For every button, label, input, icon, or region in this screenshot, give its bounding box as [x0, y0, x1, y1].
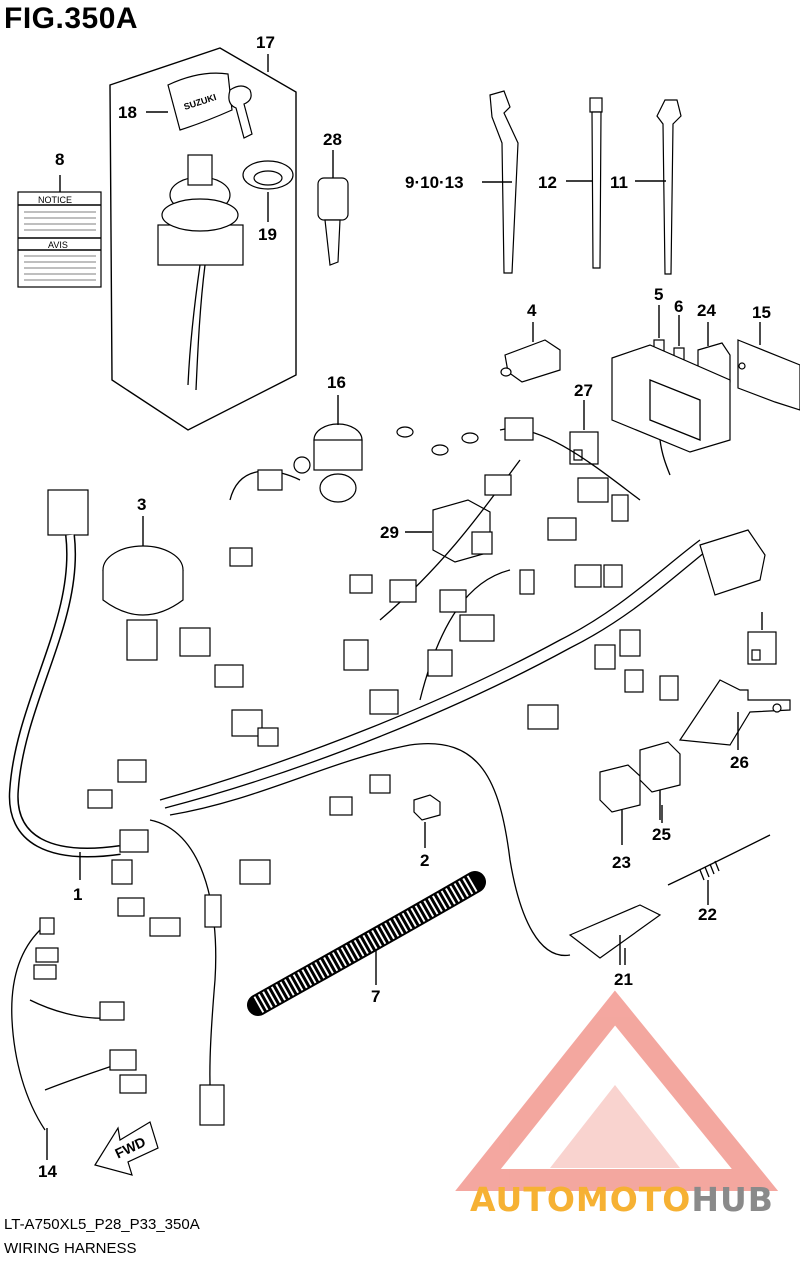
ref-1: 1 — [73, 885, 82, 904]
ref-8: 8 — [55, 150, 64, 169]
sub-harness-14 — [11, 917, 147, 1160]
ref-3: 3 — [137, 495, 146, 514]
harness-connectors — [87, 417, 766, 1126]
ref-26: 26 — [730, 753, 749, 772]
ref-14: 14 — [38, 1162, 57, 1181]
ref-28: 28 — [323, 130, 342, 149]
notice-bottom-text: AVIS — [48, 240, 68, 250]
spring-21 — [667, 834, 771, 905]
fwd-arrow: FWD — [94, 1121, 159, 1176]
notice-label: NOTICE AVIS — [17, 175, 102, 288]
watermark-text-end: HUB — [691, 1180, 774, 1219]
key — [317, 150, 349, 266]
ref-4: 4 — [527, 301, 537, 320]
ref-12: 12 — [538, 173, 557, 192]
main-harness — [8, 428, 711, 1121]
connector-29 — [747, 612, 777, 665]
ref-11: 11 — [610, 173, 628, 192]
ref-15: 15 — [752, 303, 771, 322]
figure-caption: WIRING HARNESS — [4, 1240, 137, 1257]
cable-ties — [482, 90, 682, 275]
part-reference-labels: 17 18 19 8 28 9·10·13 12 11 4 5 6 24 15 … — [38, 33, 771, 1181]
fuse-relay-group — [611, 305, 800, 476]
ref-9-10-13: 9·10·13 — [405, 173, 464, 192]
connector-25 — [569, 400, 599, 465]
main-switch — [293, 395, 363, 503]
leader-lines — [79, 54, 663, 965]
corrugated-tube — [247, 871, 486, 1016]
notice-top-text: NOTICE — [38, 195, 72, 205]
ref-6: 6 — [674, 297, 683, 316]
ref-7: 7 — [371, 987, 380, 1006]
relay-23-24 — [599, 741, 681, 845]
ref-25: 27 — [574, 381, 593, 400]
grommet — [102, 516, 184, 661]
ignition-set-box: SUZUKI — [109, 47, 297, 431]
relay-27 — [405, 499, 493, 563]
watermark-text: AUTOMOTOHUB — [470, 1180, 774, 1219]
ref-23: 23 — [612, 853, 631, 872]
ref-21: 22 — [698, 905, 717, 924]
small-cap — [413, 794, 441, 848]
watermark-logo — [455, 990, 779, 1191]
ref-2: 2 — [420, 851, 429, 870]
bracket-26 — [678, 679, 791, 750]
sensor-20 — [568, 904, 662, 965]
figure-title: FIG.350A — [4, 2, 139, 35]
ref-19: 19 — [258, 225, 277, 244]
ref-5: 5 — [654, 285, 663, 304]
ref-17: 17 — [256, 33, 275, 52]
connector-cap — [500, 322, 561, 383]
ref-20: 21 — [614, 970, 633, 989]
ref-22: 24 — [697, 301, 716, 320]
ref-18: 18 — [118, 103, 137, 122]
watermark-text-main: AUTOMOTO — [470, 1180, 692, 1219]
ref-16: 16 — [327, 373, 346, 392]
ref-24: 25 — [652, 825, 671, 844]
ref-27: 29 — [380, 523, 399, 542]
model-code: LT-A750XL5_P28_P33_350A — [4, 1216, 200, 1233]
